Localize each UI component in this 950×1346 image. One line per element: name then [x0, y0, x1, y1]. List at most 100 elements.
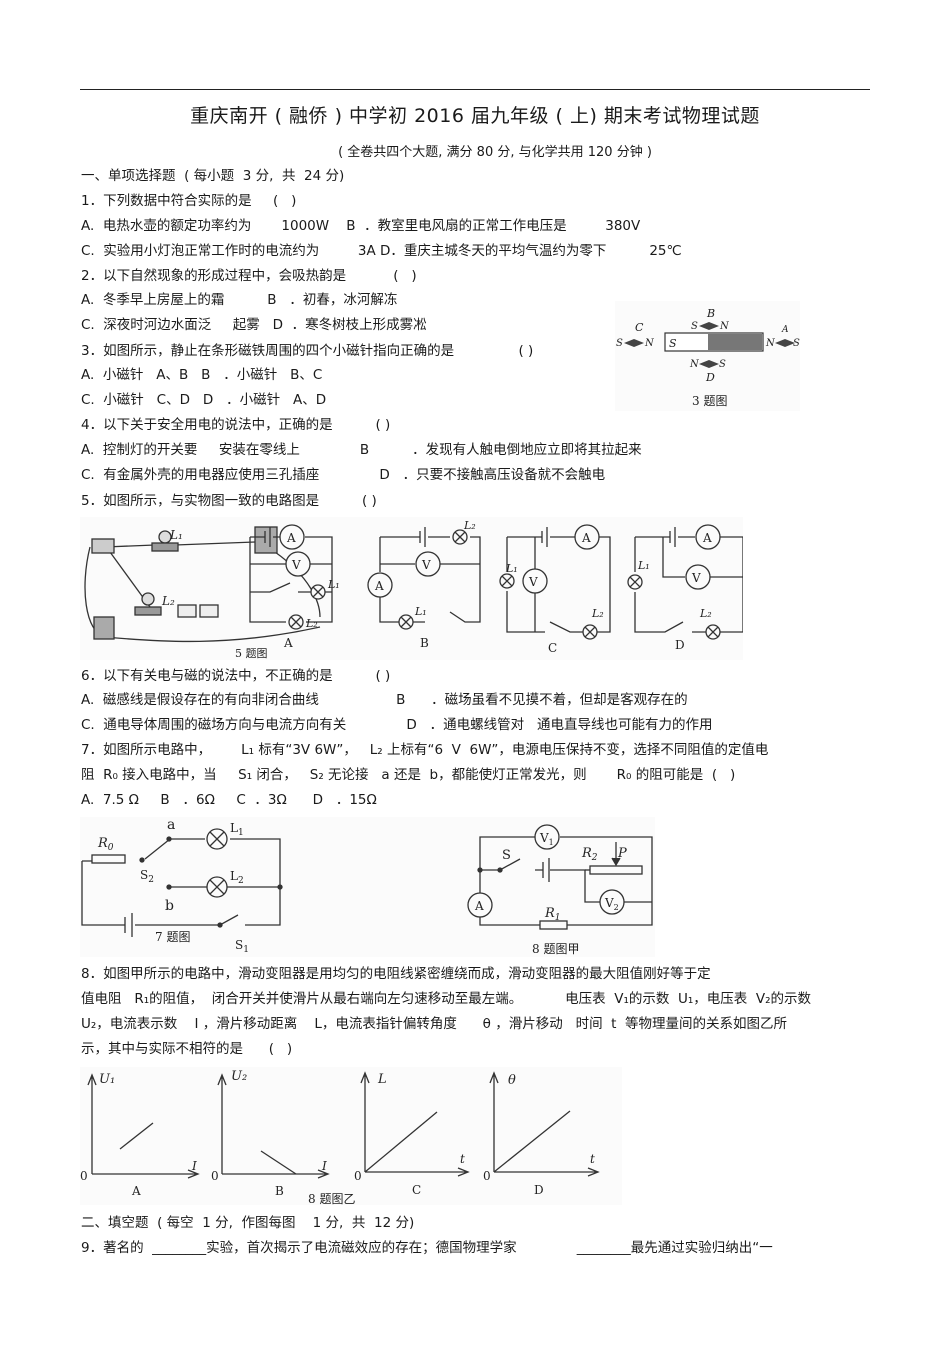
svg-text:I: I: [321, 1159, 327, 1173]
svg-text:8 题图甲: 8 题图甲: [532, 942, 579, 956]
ammeter-device: [254, 526, 278, 554]
graph-c: [360, 1071, 470, 1177]
voltmeter-device: [93, 616, 115, 640]
svg-text:S: S: [719, 359, 726, 370]
question-5-stem: 5．如图所示，与实物图一致的电路图是 ( ): [81, 493, 377, 509]
needle-d-icon: [699, 360, 719, 368]
question-1-options-cd: C. 实验用小灯泡正常工作时的电流约为 3A D．重庆主城冬天的平均气温约为零下…: [81, 243, 682, 259]
svg-text:L₂: L₂: [161, 594, 175, 608]
magnet-shaded-half: [708, 334, 762, 350]
svg-text:P: P: [617, 846, 627, 861]
svg-text:N: N: [765, 338, 776, 349]
question-2-options-cd: C. 深夜时河边水面泛 起雾 D ．寒冬树枝上形成雾凇: [81, 317, 427, 333]
svg-text:A: A: [581, 531, 591, 545]
svg-text:N: N: [644, 338, 655, 349]
figure-8b-graphs: U₁ I 0 A U₂ I 0 B L t 0 C θ t 0 D 8 题图乙: [80, 1067, 622, 1205]
svg-text:S: S: [793, 338, 800, 349]
svg-text:A: A: [131, 1184, 141, 1198]
question-3-options-ab: A. 小磁针 A、B B ．小磁针 B、C: [81, 367, 323, 383]
svg-text:t: t: [590, 1152, 595, 1166]
question-7-line-1: 7．如图所示电路中， L₁ 标有“3V 6W”， L₂ 上标有“6 V 6W”，…: [81, 742, 769, 758]
circuit-diagram-a: [249, 524, 333, 630]
question-6-options-cd: C. 通电导体周围的磁场方向与电流方向有关 D ．通电螺线管对 通电直导线也可能…: [81, 717, 713, 733]
figure-3-bar-magnet: B S N C S N S A N S N S D 3 题图: [615, 301, 800, 411]
svg-text:5 题图: 5 题图: [235, 647, 268, 660]
switch-device: [91, 538, 115, 554]
svg-text:3 题图: 3 题图: [692, 394, 727, 408]
svg-text:S: S: [616, 338, 623, 349]
question-8-line-1: 8．如图甲所示的电路中，滑动变阻器是用均匀的电阻线紧密缠绕而成，滑动变阻器的最大…: [81, 966, 711, 982]
svg-text:L₁: L₁: [505, 562, 518, 575]
svg-text:S: S: [669, 337, 677, 350]
svg-text:B: B: [420, 636, 429, 650]
svg-text:V: V: [691, 571, 701, 585]
svg-text:A: A: [283, 636, 293, 650]
svg-text:D: D: [675, 638, 685, 652]
svg-text:D: D: [534, 1183, 544, 1197]
question-4-options-ab: A. 控制灯的开关要 安装在零线上 B ．发现有人触电倒地应立即将其拉起来: [81, 442, 642, 458]
svg-text:V: V: [528, 575, 538, 589]
figure-7-and-8a-circuits: R0 a S2 L1 L2 b 7 题图 S1 V1 S R2 P A V2 R…: [80, 817, 655, 957]
question-9-line-1: 9．著名的 ________实验，首次揭示了电流磁效应的存在；德国物理学家 __…: [81, 1240, 773, 1256]
svg-text:N: N: [719, 321, 730, 332]
exam-title: 重庆南开 ( 融侨 ) 中学初 2016 届九年级 ( 上) 期末考试物理试题: [190, 105, 760, 127]
svg-text:θ: θ: [508, 1073, 516, 1088]
question-1-stem: 1．下列数据中符合实际的是 ( ): [81, 193, 297, 209]
question-8-line-2: 值电阻 R₁的阻值， 闭合开关并使滑片从最右端向左匀速移动至最左端。 电压表 V…: [81, 991, 811, 1007]
svg-text:L₂: L₂: [305, 617, 318, 630]
question-7-options: A. 7.5 Ω B ．6Ω C ．3Ω D ．15Ω: [81, 792, 377, 808]
svg-text:L1: L1: [230, 821, 244, 838]
question-2-options-ab: A. 冬季早上房屋上的霜 B ．初春，冰河解冻: [81, 292, 398, 308]
svg-text:C: C: [548, 641, 557, 655]
question-2-stem: 2．以下自然现象的形成过程中，会吸热韵是 ( ): [81, 268, 417, 284]
question-6-stem: 6．以下有关电与磁的说法中，不正确的是 ( ): [81, 668, 391, 684]
svg-text:R1: R1: [544, 906, 561, 923]
svg-text:C: C: [635, 321, 644, 334]
circuit-diagram-d: [627, 524, 743, 640]
needle-b-label: B: [706, 307, 715, 320]
svg-text:L2: L2: [230, 869, 244, 886]
figure-5-circuits: L₁ L₂ 5 题图 A V L₁ L₂ A L₂ V: [80, 517, 743, 660]
svg-text:A: A: [374, 579, 384, 593]
top-rule: [80, 89, 870, 90]
svg-text:I: I: [191, 1159, 197, 1173]
section-heading-2: 二、填空题 ( 每空 1 分, 作图每图 1 分, 共 12 分): [81, 1215, 415, 1231]
svg-text:A: A: [474, 899, 484, 913]
svg-text:A: A: [702, 531, 712, 545]
circuit-diagram-b: [367, 527, 481, 630]
svg-text:S: S: [691, 321, 698, 332]
svg-text:0: 0: [211, 1169, 219, 1183]
svg-text:V: V: [421, 558, 431, 572]
exam-subtitle: ( 全卷共四个大题, 满分 80 分, 与化学共用 120 分钟 ): [338, 145, 652, 160]
bulb-l2-device: [141, 592, 155, 606]
needle-b-icon: [699, 322, 719, 330]
svg-text:8 题图乙: 8 题图乙: [308, 1192, 355, 1205]
question-6-options-ab: A. 磁感线是假设存在的有向非闭合曲线 B ．磁场虽看不见摸不着，但却是客观存在…: [81, 692, 688, 708]
svg-text:L₂: L₂: [463, 519, 476, 532]
svg-text:a: a: [167, 817, 175, 833]
svg-text:B: B: [275, 1184, 284, 1198]
svg-text:L: L: [377, 1072, 387, 1087]
svg-text:b: b: [165, 898, 174, 914]
svg-text:U₁: U₁: [99, 1072, 115, 1087]
svg-text:t: t: [460, 1152, 465, 1166]
graph-a: [87, 1073, 200, 1179]
svg-text:L₂: L₂: [699, 607, 712, 620]
question-4-stem: 4．以下关于安全用电的说法中，正确的是 ( ): [81, 417, 391, 433]
question-4-options-cd: C. 有金属外壳的用电器应使用三孔插座 D ．只要不接触高压设备就不会触电: [81, 467, 606, 483]
svg-text:L₁: L₁: [327, 578, 340, 591]
needle-a-icon: [775, 339, 795, 347]
svg-text:S1: S1: [235, 938, 249, 955]
svg-text:L₁: L₁: [637, 559, 650, 572]
svg-text:A: A: [286, 531, 296, 545]
question-7-line-2: 阻 R₀ 接入电路中，当 S₁ 闭合， S₂ 无论接 a 还是 b，都能使灯正常…: [81, 767, 736, 783]
circuit-diagram-c: [499, 524, 611, 640]
svg-text:R0: R0: [97, 836, 114, 853]
question-1-options-ab: A. 电热水壶的额定功率约为 1000W B ．教室里电风扇的正常工作电压是 3…: [81, 218, 641, 234]
svg-text:A: A: [781, 325, 789, 335]
svg-text:S: S: [502, 848, 511, 863]
svg-text:R2: R2: [581, 846, 598, 863]
needle-c-icon: [624, 339, 644, 347]
physical-setup: [84, 526, 321, 643]
circuit-figure-7: [81, 828, 283, 937]
